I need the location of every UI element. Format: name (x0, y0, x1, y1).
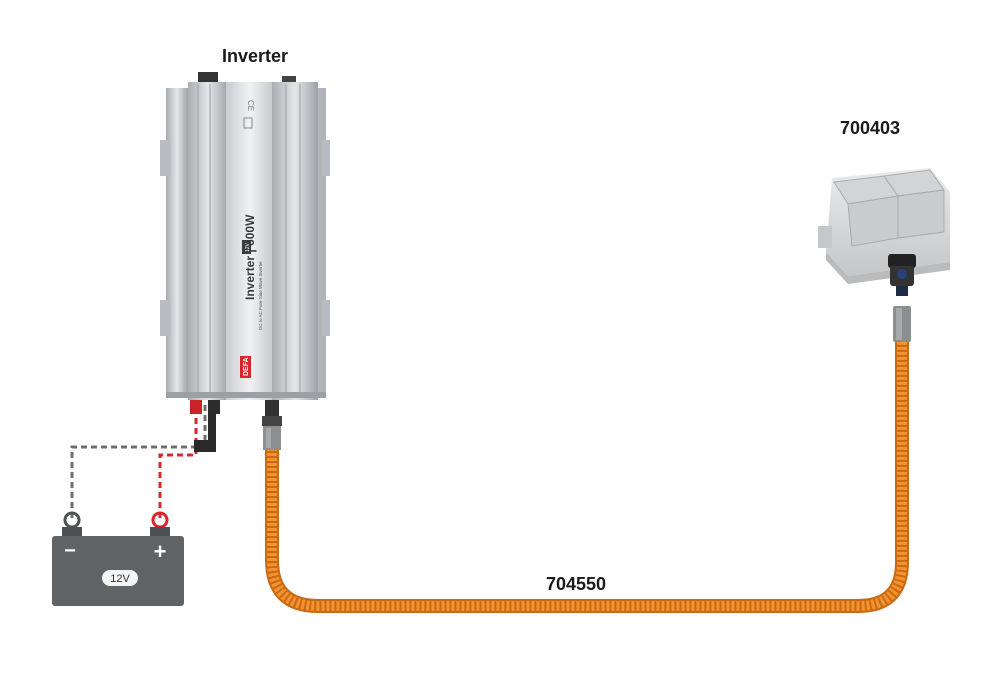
inverter-voltage-badge: 12V (245, 242, 251, 252)
battery-minus: − (64, 540, 76, 562)
power-socket-icon (818, 168, 950, 296)
negative-terminal (208, 396, 220, 414)
inverter-cable-plug (262, 398, 282, 450)
defa-logo: DEFA (240, 356, 251, 378)
orange-cable (265, 338, 909, 613)
battery-icon: 12V − + (52, 511, 184, 606)
cable-part-number: 704550 (546, 574, 607, 594)
svg-text:CE: CE (246, 100, 255, 111)
positive-terminal (190, 396, 202, 414)
inverter-label: Inverter (222, 46, 289, 66)
battery-wires (70, 396, 220, 518)
socket-part-number: 700403 (840, 118, 901, 138)
svg-text:DEFA: DEFA (243, 357, 250, 376)
ce-mark-icon: CE (246, 100, 255, 111)
battery-voltage: 12V (110, 573, 130, 585)
weee-bin-icon (243, 117, 253, 129)
socket-cable-plug (893, 306, 911, 342)
inverter-unit: CE Inverter | 600W DC to AC Pure Sine Wa… (160, 72, 330, 400)
battery-plus: + (154, 539, 167, 564)
inverter-model-text: Inverter | 600W (243, 214, 257, 300)
inverter-subtitle-text: DC to AC Pure Sine Wave Inverter (258, 261, 263, 330)
